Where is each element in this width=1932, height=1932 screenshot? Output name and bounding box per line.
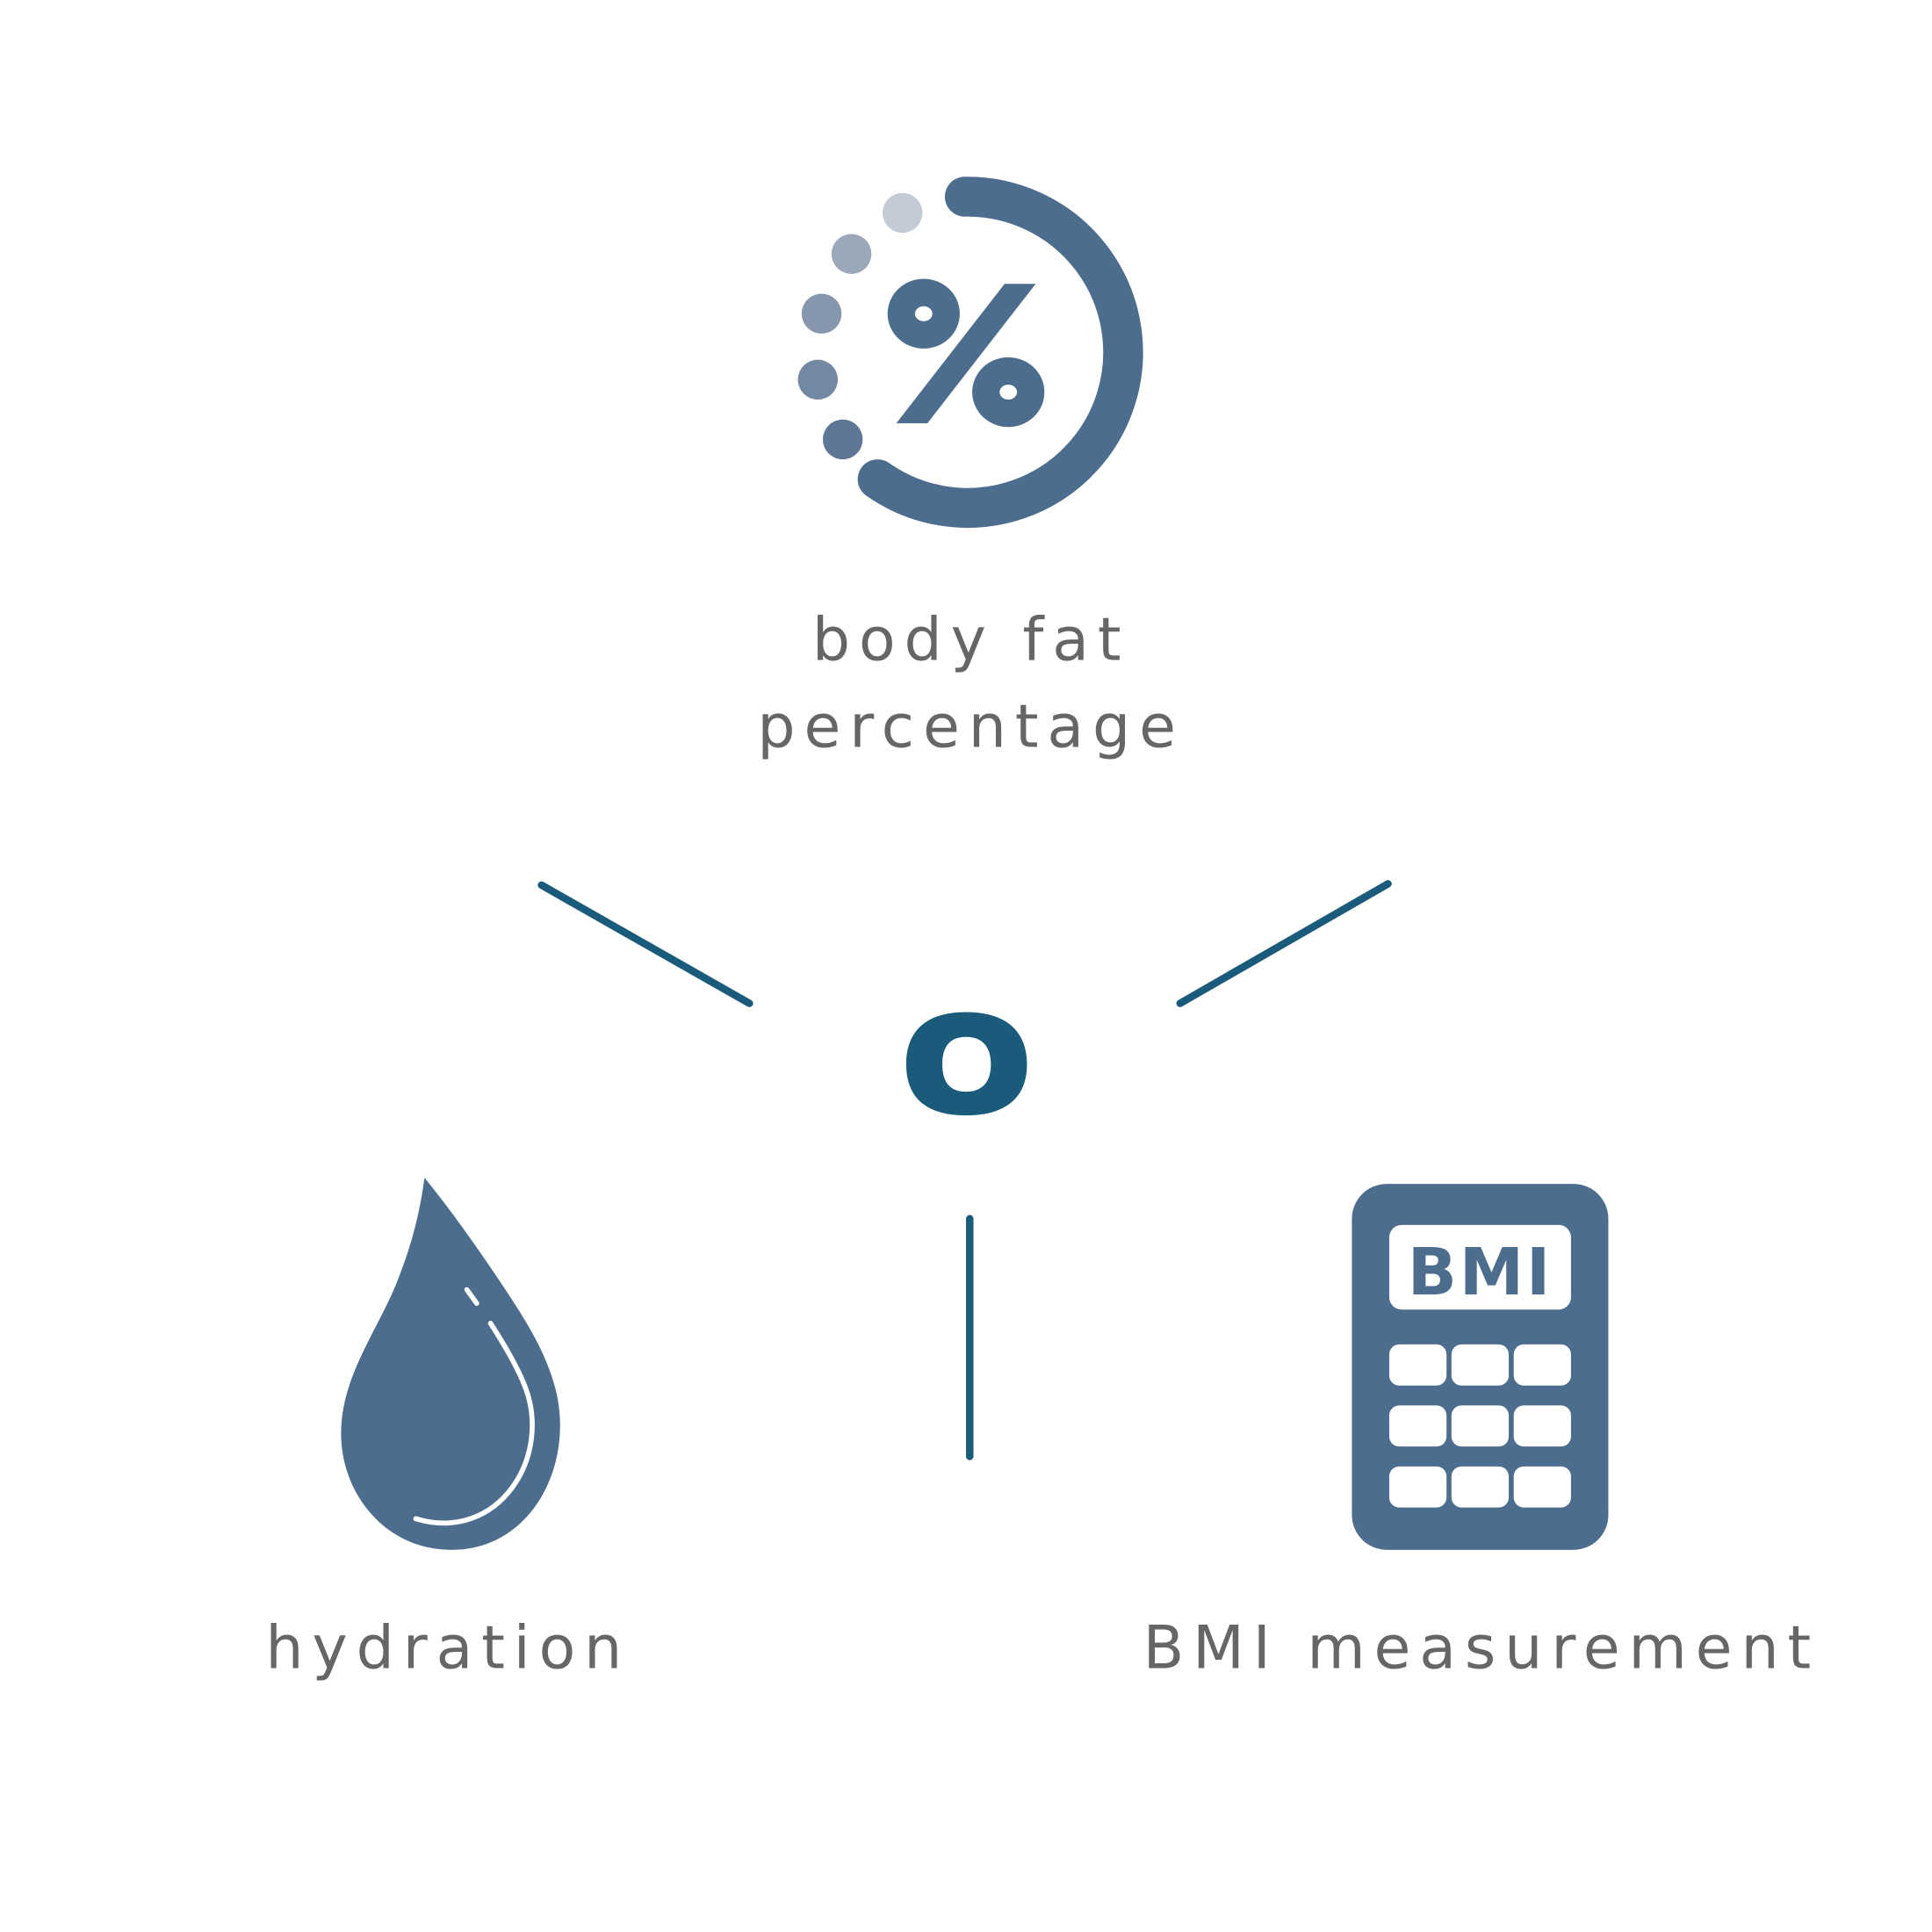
connector-line-left xyxy=(537,881,753,1007)
calculator-screen-text: BMI xyxy=(1408,1236,1553,1310)
water-drop-icon xyxy=(341,1177,560,1550)
hydration-label: hydration xyxy=(265,1613,631,1683)
percent-progress-icon xyxy=(797,177,1143,528)
body-fat-label-line1: body fat xyxy=(812,605,1130,674)
bmi-measurement-label: BMI measurement xyxy=(1143,1613,1820,1683)
logo-o-icon xyxy=(905,1012,1027,1116)
connector-line-right xyxy=(1176,880,1392,1007)
body-fat-label-line2: percentage xyxy=(757,693,1185,762)
calculator-icon: BMI xyxy=(1352,1184,1609,1550)
